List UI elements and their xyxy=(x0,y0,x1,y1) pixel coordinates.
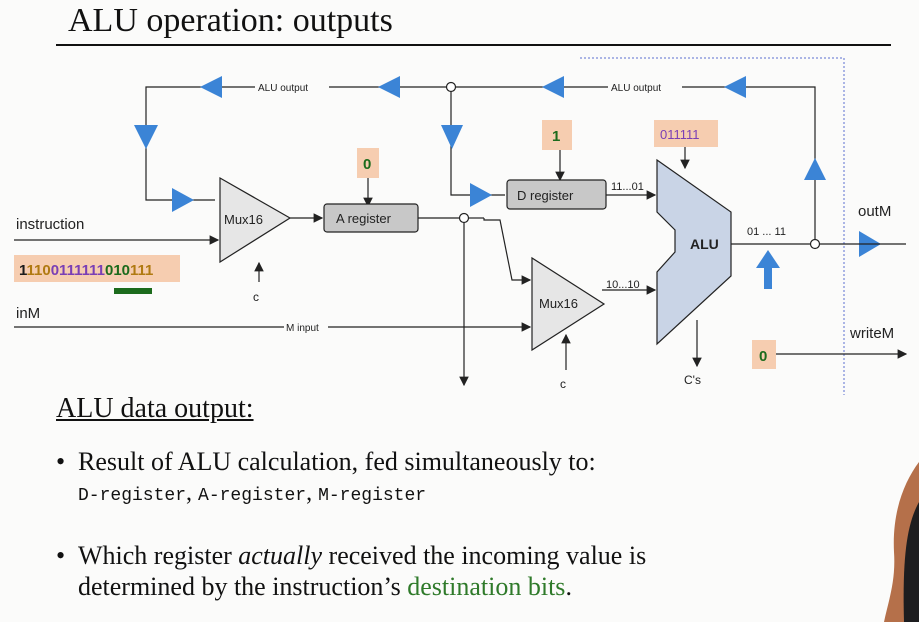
writeM-value: 0 xyxy=(759,348,767,365)
alu-out-bits: 01 ... 11 xyxy=(747,226,786,238)
instruction-label: instruction xyxy=(16,216,84,233)
mux16-a-m xyxy=(531,256,606,352)
writeM-box xyxy=(752,340,776,369)
d-register-label: D register xyxy=(517,188,574,203)
bullet-1-registers: D-register, A-register, M-register xyxy=(78,480,427,506)
alu xyxy=(656,158,732,346)
a-out-bits: 10...10 xyxy=(606,279,640,291)
register-m: M-register xyxy=(318,486,427,506)
bullet-2: •Which register actually received the in… xyxy=(56,541,647,601)
inM-label: inM xyxy=(16,305,40,322)
junction-top xyxy=(445,81,457,93)
chip-boundary xyxy=(580,57,845,395)
mux2-control-label: c xyxy=(560,377,566,391)
slide-title: ALU operation: outputs xyxy=(68,2,393,39)
alu-output-label-left: ALU output xyxy=(258,83,308,94)
a-register-label: A register xyxy=(336,211,392,226)
m-input-label: M input xyxy=(286,323,319,334)
register-a: A-register xyxy=(198,486,307,506)
a-register xyxy=(323,203,419,233)
outM-label: outM xyxy=(858,203,891,220)
alu-control-box xyxy=(654,120,718,147)
alu-label: ALU xyxy=(690,236,719,252)
presenter-figure xyxy=(884,462,919,622)
instruction-bits-box xyxy=(14,255,180,282)
mux16-label-1: Mux16 xyxy=(224,212,263,227)
instruction-bits: 11100111111010111 xyxy=(19,262,153,279)
mux1-control-label: c xyxy=(253,290,259,304)
mux16-instruction-a xyxy=(219,176,292,264)
d-register xyxy=(506,179,607,210)
bullet-dot: • xyxy=(56,541,66,570)
junction-alu-out xyxy=(809,238,821,250)
bullet-dot: • xyxy=(56,447,66,476)
section-heading: ALU data output: xyxy=(56,393,254,424)
alu-control-value: 011111 xyxy=(660,127,700,142)
writeM-label: writeM xyxy=(849,325,894,342)
wires xyxy=(14,147,908,387)
mux16-label-2: Mux16 xyxy=(539,296,578,311)
junction-a-out xyxy=(458,212,470,224)
alu-output-label-right: ALU output xyxy=(611,83,661,94)
destination-bits-marker xyxy=(114,288,152,294)
d-load-box xyxy=(542,120,572,150)
bullet-1: • Result of ALU calculation, fed simultan… xyxy=(56,446,596,477)
d-out-bits: 11...01 xyxy=(611,181,644,193)
register-d: D-register xyxy=(78,486,187,506)
destination-bits-text: destination bits xyxy=(407,572,566,601)
bullet-1-text: Result of ALU calculation, fed simultane… xyxy=(78,447,596,476)
title-underline xyxy=(56,44,891,46)
a-load-box xyxy=(357,148,379,178)
a-load-value: 0 xyxy=(363,156,371,173)
alu-control-outputs: C's xyxy=(684,373,701,387)
cpu-diagram: ALU output ALU output xyxy=(14,57,908,395)
d-load-value: 1 xyxy=(552,128,560,145)
